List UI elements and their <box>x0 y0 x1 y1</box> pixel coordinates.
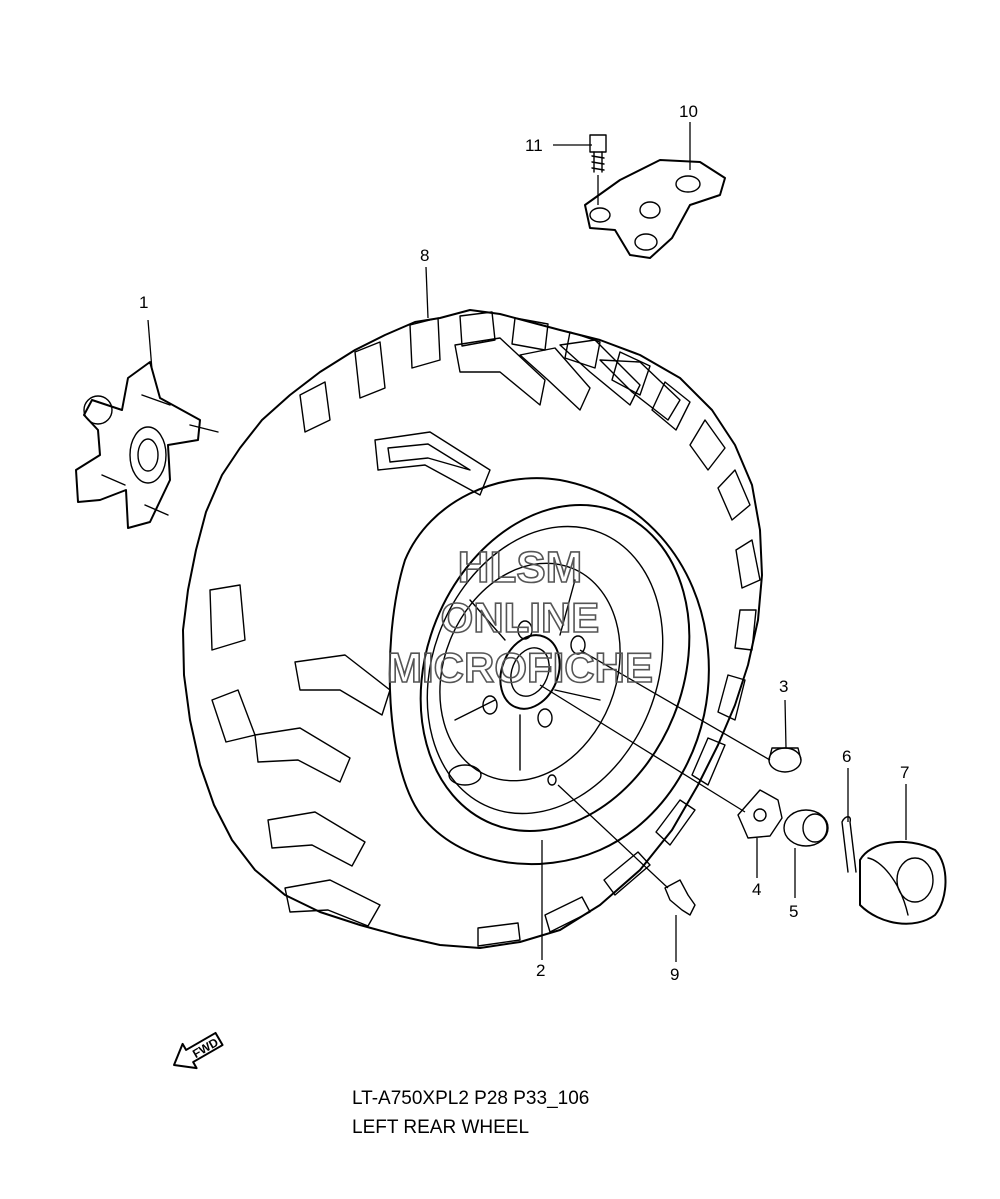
wheel-rim <box>419 504 691 832</box>
callout-numbers: 1 2 3 4 5 6 7 8 9 10 11 <box>139 102 909 984</box>
nut-part-3 <box>768 747 802 773</box>
callout-9: 9 <box>670 965 679 984</box>
callout-2: 2 <box>536 961 545 980</box>
callout-11: 11 <box>525 136 543 155</box>
callout-6: 6 <box>842 747 851 766</box>
tire <box>182 309 763 949</box>
fwd-arrow: FWD <box>173 1031 224 1070</box>
caption-model-line: LT-A750XPL2 P28 P33_106 <box>352 1088 590 1109</box>
washer-part-4 <box>737 789 783 839</box>
bolt <box>589 134 607 173</box>
cotter-pin-part-6 <box>841 816 857 873</box>
callout-10: 10 <box>679 102 698 121</box>
callout-8: 8 <box>420 246 429 265</box>
wheel-hub <box>75 361 219 529</box>
watermark-line-1: HLSM <box>458 543 583 592</box>
watermark: HLSM ONLINE MICROFICHE <box>386 542 654 692</box>
hub-cap-part-7 <box>859 840 947 925</box>
callout-3: 3 <box>779 677 788 696</box>
callout-4: 4 <box>752 880 761 899</box>
callout-7: 7 <box>900 763 909 782</box>
bracket <box>584 159 726 259</box>
valve-part-9 <box>664 879 696 916</box>
castle-nut-part-5 <box>783 809 829 847</box>
caption-title: LEFT REAR WHEEL <box>352 1117 530 1138</box>
watermark-line-3: MICROFICHE <box>387 644 653 691</box>
callout-1: 1 <box>139 293 148 312</box>
callout-5: 5 <box>789 902 798 921</box>
watermark-line-2: ONLINE <box>441 594 600 641</box>
leader-lines <box>147 122 907 962</box>
